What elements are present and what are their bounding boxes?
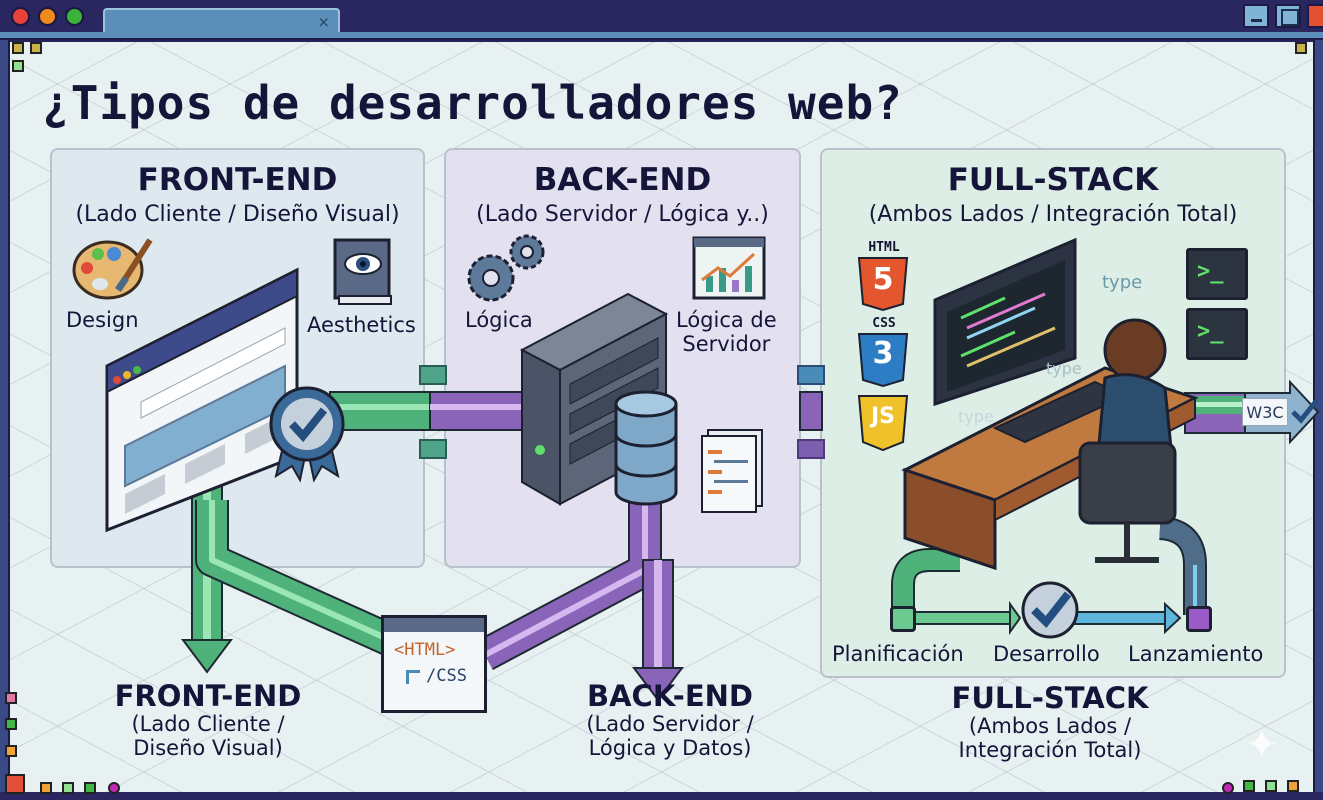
back-bottom-line2: Lógica y Datos): [588, 736, 752, 760]
stage-node-lanzamiento: [1186, 606, 1212, 632]
front-bottom-line2: Diseño Visual): [133, 736, 283, 760]
fullstack-heading: FULL-STACK: [947, 162, 1159, 198]
browser-window-illustration: [105, 267, 299, 533]
page-title: ¿Tipos de desarrolladores web?: [42, 76, 903, 130]
corner-gem-icon: [40, 782, 52, 794]
corner-gem-icon: [1287, 780, 1299, 792]
code-lines-icon: [406, 670, 420, 684]
terminal-prompt: >_: [1197, 259, 1224, 284]
html5-icon: [857, 257, 909, 312]
stage-check-icon: [1021, 581, 1079, 639]
corner-gem-icon: [12, 60, 24, 72]
html5-glyph: 5: [872, 262, 894, 297]
backend-heading: BACK-END: [533, 162, 712, 198]
backend-subtitle: (Lado Servidor / Lógica y..): [476, 202, 769, 227]
w3c-check-icon: [1291, 398, 1319, 424]
window-frame-top: [0, 32, 1323, 40]
html-css-window: <HTML> /CSS: [381, 615, 487, 713]
window-frame-left: [0, 40, 10, 800]
terminal-prompt: >_: [1197, 319, 1224, 344]
zoom-window-dot[interactable]: [65, 7, 84, 26]
typing-word: type: [1102, 272, 1143, 293]
full-bottom-line1: (Ambos Lados /: [968, 714, 1132, 738]
front-pipe-diagonal: [195, 500, 397, 656]
css3-icon: [857, 333, 909, 388]
front-bottom-label: FRONT-END (Lado Cliente / Diseño Visual): [98, 680, 318, 760]
logica-label: Lógica: [465, 308, 533, 332]
corner-gem-icon: [30, 42, 42, 54]
logica-servidor-line1: Lógica de: [676, 308, 777, 332]
back-pipe-diagonal: [477, 500, 662, 671]
corner-gem-icon: [1295, 42, 1307, 54]
corner-gem-icon: [108, 782, 120, 794]
close-button[interactable]: [1307, 4, 1323, 28]
html-badge-label: HTML: [868, 240, 900, 255]
code-lines: [960, 292, 1056, 368]
maximize-button[interactable]: [1275, 4, 1301, 28]
aesthetics-label: Aesthetics: [307, 313, 416, 337]
chart-window-icon: [692, 236, 766, 300]
stage-label-desarrollo: Desarrollo: [993, 642, 1100, 666]
typing-word: type: [958, 407, 994, 426]
design-label: Design: [66, 308, 139, 332]
full-bottom-line2: Integración Total): [958, 738, 1142, 762]
back-bottom-heading: BACK-END: [587, 679, 753, 713]
js-glyph: JS: [870, 404, 896, 429]
frontend-heading: FRONT-END: [137, 162, 338, 198]
quality-badge-icon: [269, 386, 345, 483]
browser-tab[interactable]: ×: [103, 8, 340, 36]
logica-servidor-label: Lógica de Servidor: [676, 308, 777, 356]
close-window-dot[interactable]: [11, 7, 30, 26]
tab-close-icon[interactable]: ×: [317, 13, 330, 31]
front-bottom-line1: (Lado Cliente /: [131, 712, 285, 736]
logica-servidor-line2: Servidor: [682, 332, 771, 356]
stage-label-lanzamiento: Lanzamiento: [1128, 642, 1264, 666]
gears-icon: [467, 234, 545, 302]
minimize-window-dot[interactable]: [38, 7, 57, 26]
css-badge-label: CSS: [872, 316, 896, 331]
frontend-subtitle: (Lado Cliente / Diseño Visual): [75, 202, 400, 227]
back-to-full-pipe: [797, 365, 825, 459]
corner-gem-icon: [1243, 780, 1255, 792]
css-text: /CSS: [426, 666, 467, 686]
window-frame-right: [1313, 40, 1323, 800]
css3-glyph: 3: [872, 336, 894, 371]
back-bottom-label: BACK-END (Lado Servidor / Lógica y Datos…: [560, 680, 780, 760]
corner-gem-icon: [5, 718, 17, 730]
terminal-icon: >_: [1186, 248, 1248, 300]
palette-icon: [72, 238, 153, 300]
corner-gem-icon: [5, 745, 17, 757]
window-titlebar: ×: [0, 0, 1323, 36]
back-bottom-line1: (Lado Servidor /: [586, 712, 754, 736]
developer-desk-illustration: [901, 237, 1199, 571]
html-css-window-titlebar: [384, 618, 484, 632]
back-pipe-down: [632, 559, 684, 702]
stage-label-planificacion: Planificación: [832, 642, 964, 666]
corner-gem-icon: [5, 692, 17, 704]
sparkle-watermark-icon: ✦: [1245, 722, 1279, 768]
document-icon: [701, 429, 763, 513]
minimize-button[interactable]: [1243, 4, 1269, 28]
corner-gem-icon: [1265, 780, 1277, 792]
corner-gem-icon: [62, 782, 74, 794]
corner-gem-icon: [5, 774, 25, 794]
window-frame-bottom: [0, 792, 1323, 800]
js-icon: [857, 395, 909, 452]
database-icon: [614, 390, 678, 506]
corner-gem-icon: [1222, 782, 1234, 794]
full-bottom-label: FULL-STACK (Ambos Lados / Integración To…: [930, 682, 1170, 762]
front-bottom-heading: FRONT-END: [114, 679, 302, 713]
corner-gem-icon: [84, 782, 96, 794]
corner-gem-icon: [12, 42, 24, 54]
fullstack-subtitle: (Ambos Lados / Integración Total): [868, 202, 1238, 227]
typing-word: type: [1046, 359, 1082, 378]
full-bottom-heading: FULL-STACK: [951, 681, 1149, 715]
stage-node-planificacion: [890, 606, 916, 632]
eye-book-icon: [333, 238, 392, 305]
w3c-badge: W3C: [1242, 398, 1288, 426]
html-tag-text: <HTML>: [394, 640, 456, 660]
terminal-icon: >_: [1186, 308, 1248, 360]
front-to-back-pipe: [329, 365, 531, 459]
